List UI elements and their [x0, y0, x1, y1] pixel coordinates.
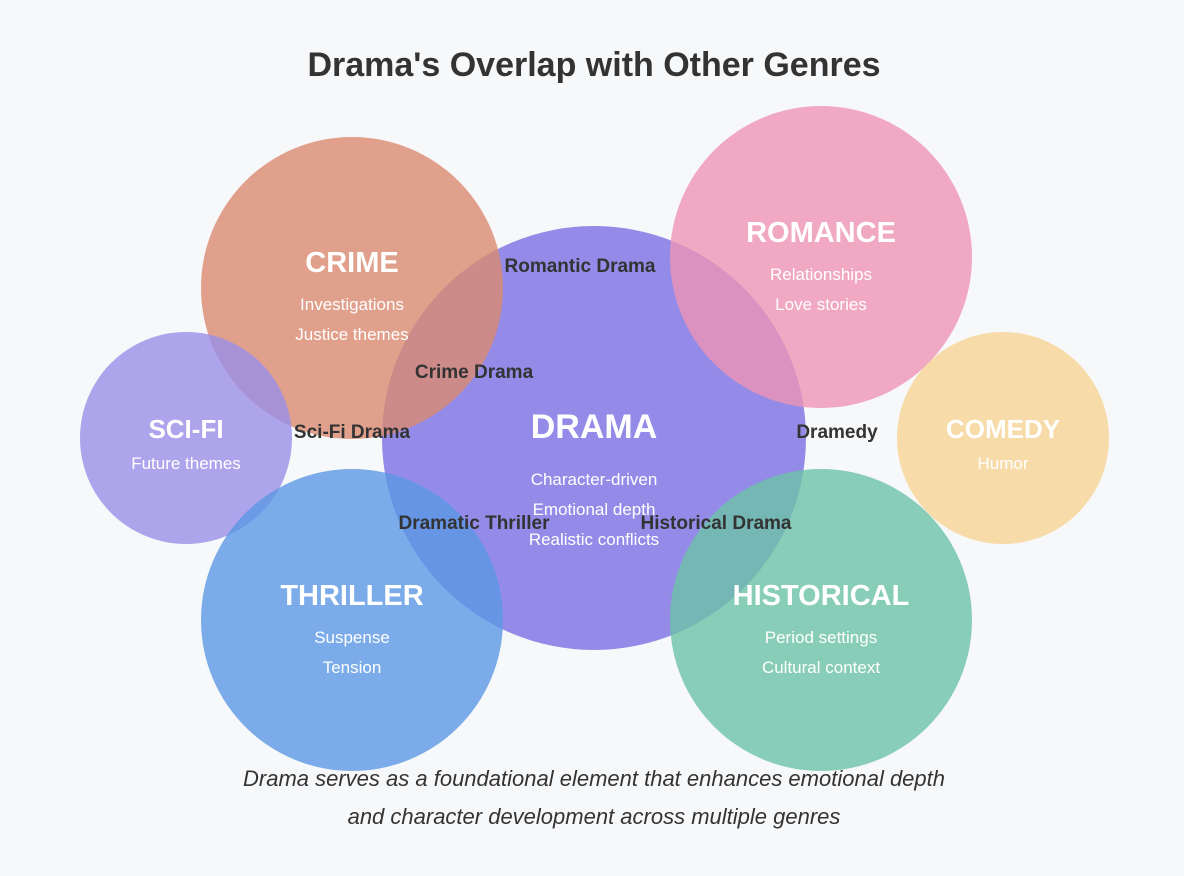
historical-desc-2: Cultural context: [762, 658, 880, 677]
thriller-label: THRILLER: [280, 580, 423, 612]
crime-label: CRIME: [305, 247, 398, 279]
drama-desc-1: Character-driven: [531, 470, 658, 489]
romance-desc-1: Relationships: [770, 265, 872, 284]
comedy-desc-1: Humor: [977, 454, 1028, 473]
scifi-circle: [80, 332, 292, 544]
crime-desc-2: Justice themes: [295, 325, 408, 344]
historical-label: HISTORICAL: [733, 580, 910, 612]
overlap-dramedy: Dramedy: [796, 422, 878, 443]
comedy-label: COMEDY: [946, 414, 1060, 444]
caption-line-2: and character development across multipl…: [348, 804, 841, 829]
historical-circle: [670, 469, 972, 771]
overlap-historical-drama: Historical Drama: [640, 513, 791, 534]
thriller-desc-2: Tension: [323, 658, 382, 677]
overlap-crime-drama: Crime Drama: [415, 362, 534, 383]
drama-desc-3: Realistic conflicts: [529, 530, 659, 549]
thriller-circle: [201, 469, 503, 771]
scifi-label: SCI-FI: [148, 414, 223, 444]
drama-label: DRAMA: [531, 408, 658, 446]
crime-desc-1: Investigations: [300, 295, 404, 314]
overlap-romantic-drama: Romantic Drama: [505, 256, 656, 277]
historical-desc-1: Period settings: [765, 628, 877, 647]
scifi-desc-1: Future themes: [131, 454, 241, 473]
diagram-title: Drama's Overlap with Other Genres: [307, 46, 880, 84]
overlap-scifi-drama: Sci-Fi Drama: [294, 422, 411, 443]
romance-circle: [670, 106, 972, 408]
drama-desc-2: Emotional depth: [533, 500, 656, 519]
thriller-desc-1: Suspense: [314, 628, 390, 647]
caption-line-1: Drama serves as a foundational element t…: [243, 766, 945, 791]
romance-label: ROMANCE: [746, 217, 896, 249]
romance-desc-2: Love stories: [775, 295, 867, 314]
overlap-dramatic-thriller: Dramatic Thriller: [399, 513, 551, 534]
comedy-circle: [897, 332, 1109, 544]
crime-circle: [201, 137, 503, 439]
